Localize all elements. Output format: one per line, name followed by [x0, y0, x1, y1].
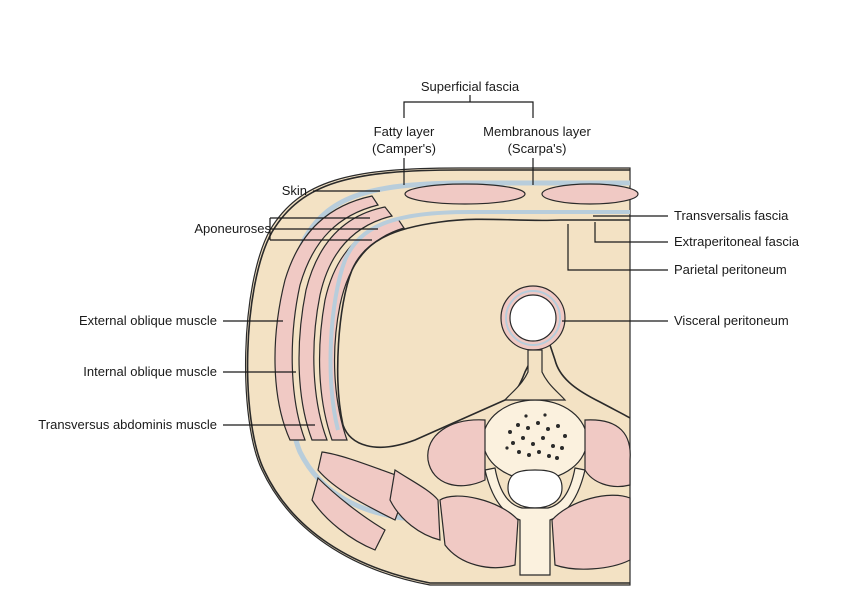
psoas-muscle-right	[584, 419, 631, 488]
intestine-lumen	[509, 294, 557, 342]
posterior-muscle-2	[311, 476, 386, 551]
label-external-oblique: External oblique muscle	[79, 313, 217, 328]
parietal-peritoneum-leader	[567, 224, 668, 271]
label-internal-oblique: Internal oblique muscle	[83, 364, 217, 379]
erector-spinae-right	[551, 494, 631, 570]
mesentery	[503, 349, 567, 401]
label-visceral-peritoneum: Visceral peritoneum	[674, 313, 789, 328]
label-fatty-layer: Fatty layer	[374, 124, 435, 139]
extraperitoneal-fascia-leader	[594, 222, 668, 243]
quadratus-lumborum-left	[389, 468, 441, 541]
external-oblique-muscle	[274, 195, 379, 441]
anatomy-drawing	[244, 167, 639, 586]
aponeuroses-leader	[269, 217, 378, 241]
label-transversalis-fascia: Transversalis fascia	[674, 208, 789, 223]
label-superficial-fascia: Superficial fascia	[421, 79, 520, 94]
rectus-muscle-left	[404, 183, 526, 205]
intestine-wall	[505, 290, 561, 346]
psoas-muscle-left	[427, 419, 486, 487]
label-transversus-abdominis: Transversus abdominis muscle	[38, 417, 217, 432]
label-skin: Skin	[282, 183, 307, 198]
skin-line	[246, 169, 630, 584]
label-membranous-layer: Membranous layer	[483, 124, 591, 139]
label-campers: (Camper's)	[372, 141, 436, 156]
parietal-peritoneum-line	[336, 218, 631, 448]
cancellous-bone	[505, 413, 567, 460]
label-aponeuroses: Aponeuroses	[194, 221, 271, 236]
labels: Superficial fascia Fatty layer (Camper's…	[38, 79, 799, 432]
label-parietal-peritoneum: Parietal peritoneum	[674, 262, 787, 277]
rectus-muscle-right	[541, 183, 639, 205]
vertebral-body	[482, 399, 588, 481]
label-extraperitoneal-fascia: Extraperitoneal fascia	[674, 234, 800, 249]
transversalis-fascia-line	[328, 210, 630, 431]
erector-spinae-left	[439, 495, 519, 569]
vertebral-foramen	[507, 469, 563, 509]
leader-lines	[223, 95, 668, 426]
superficial-fascia-bracket	[403, 101, 534, 118]
label-scarpas: (Scarpa's)	[508, 141, 567, 156]
posterior-muscle-1	[317, 451, 411, 521]
internal-oblique-muscle	[298, 206, 394, 441]
